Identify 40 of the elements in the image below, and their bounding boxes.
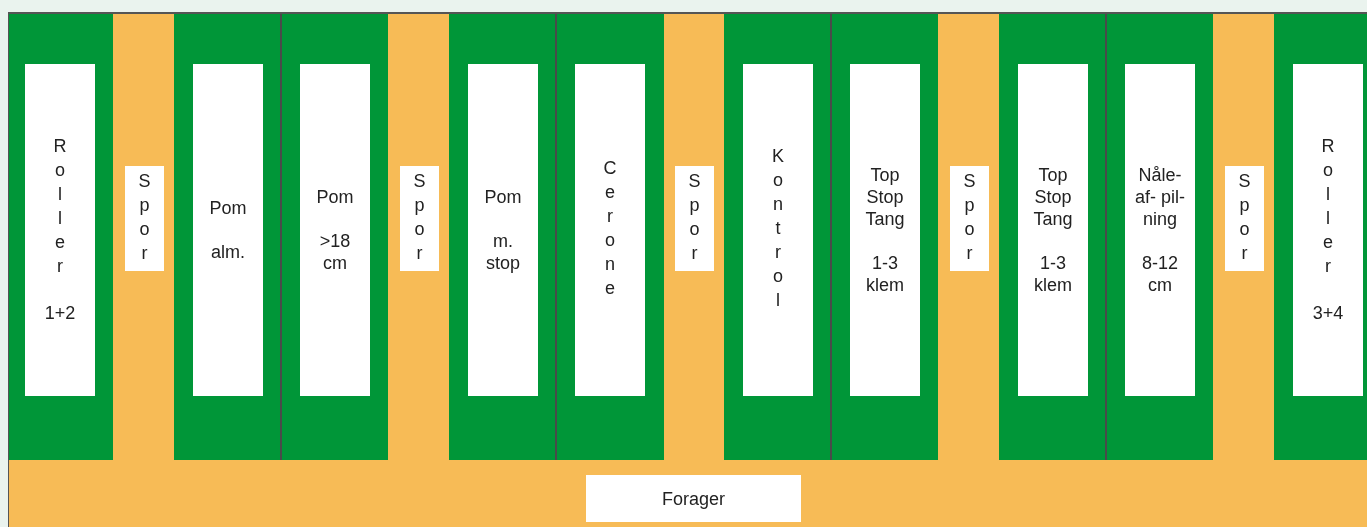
- path-marker: [586, 475, 801, 522]
- path-marker: [400, 166, 439, 271]
- label-text: Kontrol: [767, 146, 789, 314]
- path-marker: [950, 166, 989, 271]
- path-marker: [125, 166, 164, 271]
- label-detail: 1-3 klem: [1033, 252, 1073, 296]
- label-detail: >18 cm: [318, 230, 352, 274]
- bed-marker: [850, 64, 920, 396]
- bed-marker: [1293, 64, 1363, 396]
- label-text: Spor: [408, 170, 431, 267]
- bed-marker: [193, 64, 263, 396]
- bed-marker: [575, 64, 645, 396]
- bed-marker: [1018, 64, 1088, 396]
- label-text: Spor: [683, 170, 706, 267]
- label-detail: alm.: [210, 241, 246, 263]
- label-text: Pom: [315, 186, 355, 208]
- bed-marker: [300, 64, 370, 396]
- label-text: Top Stop Tang: [864, 164, 906, 230]
- label-text: Roller: [1317, 136, 1339, 280]
- label-text: Roller: [49, 136, 71, 280]
- label-detail: 1+2: [43, 302, 77, 324]
- path-marker: [675, 166, 714, 271]
- bed-marker: [25, 64, 95, 396]
- bed-marker: [743, 64, 813, 396]
- label-text: Cerone: [599, 158, 621, 302]
- label-text: Spor: [133, 170, 156, 267]
- bed-marker: [1125, 64, 1195, 396]
- label-detail: 1-3 klem: [865, 252, 905, 296]
- label-text: Pom: [483, 186, 523, 208]
- label-text: Top Stop Tang: [1032, 164, 1074, 230]
- label-text: Spor: [1233, 170, 1256, 267]
- bed-marker: [468, 64, 538, 396]
- label-detail: 3+4: [1311, 302, 1345, 324]
- label-text: Nåle- af- pil- ning: [1135, 164, 1185, 230]
- path-marker: [1225, 166, 1264, 271]
- label-detail: 8-12 cm: [1141, 252, 1179, 296]
- label-text: Pom: [208, 197, 248, 219]
- label-text: Spor: [958, 170, 981, 267]
- label-detail: m. stop: [485, 230, 521, 274]
- label-text: Forager: [662, 487, 725, 510]
